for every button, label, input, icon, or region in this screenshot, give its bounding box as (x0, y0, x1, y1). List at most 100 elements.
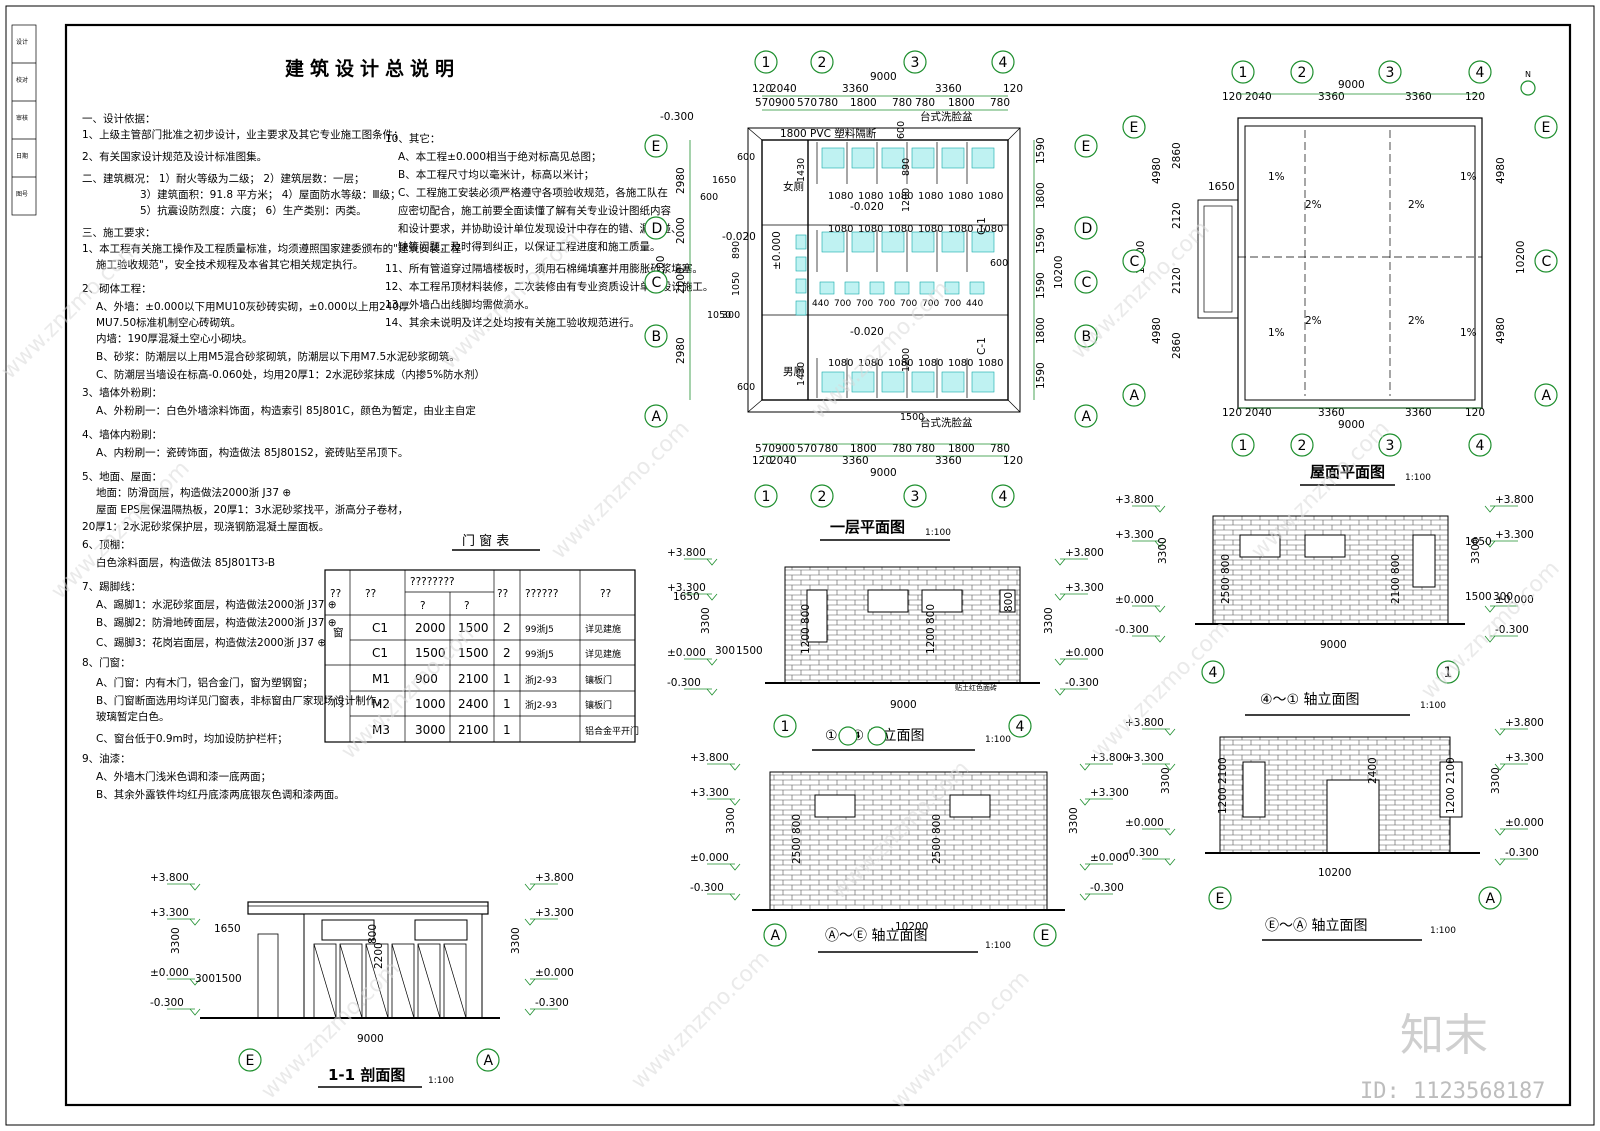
dim-text: 2040 (770, 455, 797, 467)
level-label: -0.300 (660, 111, 694, 123)
level-label: ±0.000 (771, 231, 783, 270)
axis-bubble (1290, 60, 1314, 84)
dim-text: 570 (755, 443, 775, 455)
note-line: A、踢脚1：水泥砂浆面层，构造做法2000浙 J37 ⊕ (96, 598, 337, 611)
table-cell: 2100 (458, 672, 489, 686)
dim-text: 1650 (1208, 181, 1235, 193)
dim-text: 1650 (1465, 536, 1492, 548)
level-text: ±0.000 (535, 967, 574, 979)
dim-text: 9000 (1338, 419, 1365, 431)
axis-label: 1 (762, 489, 771, 505)
axis-bubble (773, 714, 797, 738)
level-marker-icon (524, 978, 536, 986)
dim-text: 2500 (1220, 577, 1232, 604)
dim-text: 1590 (1035, 137, 1047, 164)
dim-text: 2040 (1245, 407, 1272, 419)
dim-text: 2860 (1171, 332, 1183, 359)
plan-caption: 一层平面图 (830, 518, 905, 536)
dim-text: 1590 (1035, 362, 1047, 389)
axis-label: 2 (1298, 65, 1307, 81)
toilet-fixture (941, 147, 965, 169)
dim-text: 10200 (1053, 256, 1065, 289)
note-line: 玻璃暂定白色。 (96, 710, 170, 723)
axis-label: 4 (1016, 719, 1025, 735)
table-title: 门 窗 表 (462, 533, 509, 549)
note-line: 5、地面、屋面： (82, 470, 162, 483)
axis-label: 3 (911, 489, 920, 505)
urinal-fixture (919, 281, 935, 295)
table-cell: 详见建施 (585, 623, 621, 635)
level-marker-icon (729, 893, 741, 901)
slope-text: 1% (1268, 327, 1285, 339)
dim-text: 700 (900, 299, 917, 309)
dim-text: 3360 (1405, 91, 1432, 103)
dim-text: 1200 (901, 348, 912, 372)
dim-text: 900 (775, 97, 795, 109)
dim-text: 1430 (796, 362, 807, 386)
plan-label: 1800 PVC 塑料隔断 (780, 127, 877, 140)
dim-text: 1080 (978, 191, 1003, 202)
axis-label: C (1130, 254, 1140, 270)
elevation-4-1: ④～① 轴立面图 1:100 9000 (1195, 515, 1465, 716)
level-marker-icon (729, 863, 741, 871)
table-cell: 1 (503, 723, 511, 737)
level-text: +3.800 (1495, 494, 1534, 506)
level-marker-icon (1079, 893, 1091, 901)
table-cell: 2000 (415, 621, 446, 635)
note-line: 9、油漆： (82, 752, 131, 765)
elev-caption: Ⓐ～Ⓔ 轴立面图 (825, 928, 927, 944)
axis-label: A (1082, 409, 1092, 425)
slope-text: 2% (1408, 199, 1425, 211)
table-cell: 浙J2-93 (525, 674, 557, 686)
dim-text: 2980 (675, 167, 687, 194)
dim-text: 1080 (978, 358, 1003, 369)
dim-text: 700 (944, 299, 961, 309)
urinal-fixture (894, 281, 910, 295)
dim-text: 2980 (675, 337, 687, 364)
dim-text: 2500 (931, 837, 943, 864)
dim-text: 300 (1493, 591, 1513, 603)
elev-caption: ④～① 轴立面图 (1260, 692, 1360, 708)
toilet-fixture (971, 231, 995, 253)
dim-text: 300 (715, 645, 735, 657)
dim-text: 700 (878, 299, 895, 309)
elev-width: 10200 (895, 921, 928, 933)
level-text: -0.300 (1065, 677, 1099, 689)
elevation-E-A: Ⓔ～Ⓐ 轴立面图 1:100 10200 (1205, 736, 1480, 941)
axis-bubble (1008, 714, 1032, 738)
axis-label: 2 (1298, 438, 1307, 454)
note-line: 14、其余未说明及详之处均按有关施工验收规范进行。 (385, 316, 640, 329)
axis-label: A (1130, 388, 1140, 404)
axis-label: D (652, 221, 663, 237)
level-text: +3.800 (1125, 717, 1164, 729)
dim-text: 3360 (842, 83, 869, 95)
dim-text: 1500 (1465, 591, 1492, 603)
note-line: 二、建筑概况： 1）耐火等级为二级； 2）建筑层数：一层； (82, 172, 365, 185)
table-cell: 1 (503, 697, 511, 711)
design-notes-right: 10、其它：A、本工程±0.000相当于绝对标高见总图；B、本工程尺寸均以毫米计… (385, 132, 713, 329)
basin-fixture (795, 256, 807, 272)
table-header: ?? (330, 588, 341, 600)
dim-text: 4980 (1495, 317, 1507, 344)
section-caption: 1-1 剖面图 (328, 1066, 405, 1084)
level-marker-icon (1154, 505, 1166, 513)
level-label: -0.020 (722, 231, 756, 243)
table-group: 窗 (333, 626, 344, 639)
table-header: ?? (497, 588, 508, 600)
dim-text: 2000 (675, 267, 687, 294)
level-marker-icon (729, 798, 741, 806)
toilet-fixture (851, 371, 875, 393)
dim-text: 1080 (828, 358, 853, 369)
dim-text: 120 (1222, 407, 1242, 419)
table-subheader: ? (464, 600, 470, 612)
roof-plan: 1201202040204033603360336033601201209000… (1135, 70, 1536, 486)
level-text: +3.800 (1065, 547, 1104, 559)
dim-text: 9000 (870, 467, 897, 479)
dim-text: 120 (1003, 455, 1023, 467)
axis-label: E (652, 139, 661, 155)
level-text: +3.800 (690, 752, 729, 764)
dim-text: 2100 (1390, 577, 1402, 604)
dim-text: 800 (367, 924, 379, 944)
level-label: -0.020 (850, 326, 884, 338)
axis-label: B (1082, 329, 1092, 345)
